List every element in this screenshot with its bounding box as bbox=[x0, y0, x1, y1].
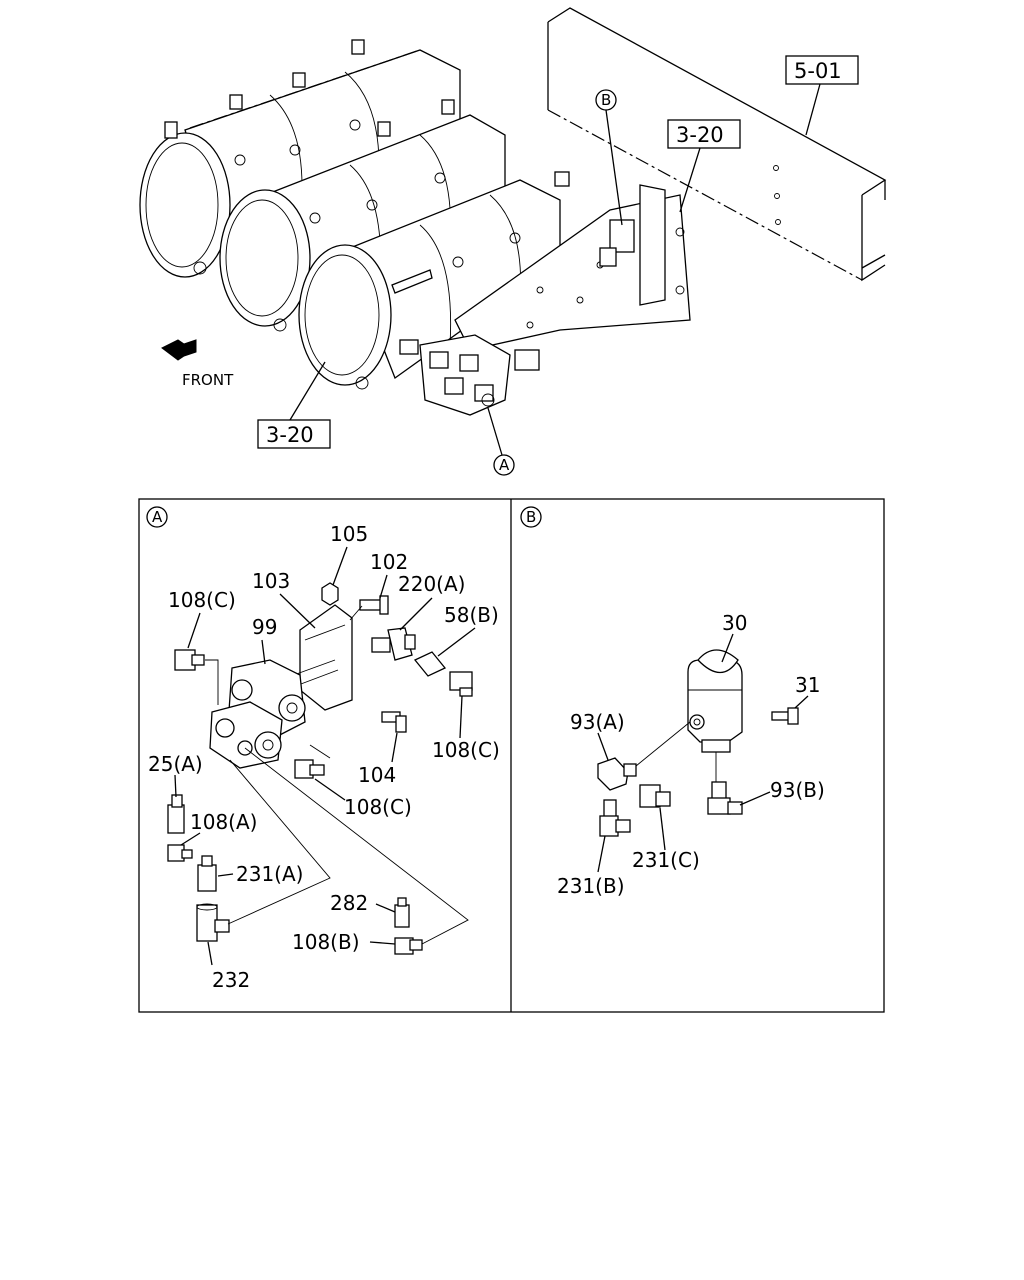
label-231c: 231(C) bbox=[632, 848, 700, 872]
detail-frame bbox=[138, 498, 885, 1013]
panel-a: A bbox=[146, 506, 500, 992]
nut-105-shape bbox=[321, 582, 339, 606]
frame-ref-box: 5-01 bbox=[785, 55, 859, 136]
panel-b: B bbox=[520, 506, 825, 898]
label-220a: 220(A) bbox=[398, 572, 465, 596]
label-93a: 93(A) bbox=[570, 710, 625, 734]
panel-a-leaders bbox=[174, 546, 476, 966]
air-tank-front bbox=[298, 171, 570, 390]
label-58b: 58(B) bbox=[444, 603, 499, 627]
panel-b-tag: B bbox=[520, 506, 542, 528]
fitting-220a-shape bbox=[371, 627, 416, 661]
front-indicator: FRONT bbox=[161, 339, 234, 389]
label-108b: 108(B) bbox=[292, 930, 360, 954]
bolt-102-shape bbox=[359, 595, 389, 615]
bolt-104-shape bbox=[381, 711, 407, 733]
panel-b-leaders bbox=[597, 633, 809, 873]
mounting-bracket bbox=[454, 184, 691, 351]
callout-a: A bbox=[487, 407, 515, 476]
label-99: 99 bbox=[252, 615, 277, 639]
label-31: 31 bbox=[795, 673, 820, 697]
fitting-231b-shape bbox=[599, 799, 631, 837]
label-232: 232 bbox=[212, 968, 250, 992]
valve-99-shape bbox=[209, 659, 306, 769]
fitting-282-shape bbox=[394, 897, 410, 928]
valve-30-shape bbox=[687, 649, 743, 753]
label-25a: 25(A) bbox=[148, 752, 203, 776]
tank-ref-box-upper: 3-20 bbox=[667, 119, 741, 213]
label-231a: 231(A) bbox=[236, 862, 303, 886]
label-108a: 108(A) bbox=[190, 810, 257, 834]
fitting-93b-shape bbox=[707, 781, 743, 815]
frame-rail bbox=[547, 7, 887, 282]
elbow-108c-right-shape bbox=[449, 671, 473, 697]
label-93b: 93(B) bbox=[770, 778, 825, 802]
tank-ref-box-lower: 3-20 bbox=[257, 361, 331, 449]
label-108c-right: 108(C) bbox=[432, 738, 500, 762]
front-arrow-icon bbox=[161, 339, 197, 361]
label-30: 30 bbox=[722, 611, 747, 635]
label-104: 104 bbox=[358, 763, 396, 787]
callout-b-letter: B bbox=[601, 91, 611, 109]
elbow-108b-shape bbox=[394, 937, 423, 955]
elbow-108c-top-shape bbox=[174, 649, 205, 671]
tank-ref-label-upper: 3-20 bbox=[676, 123, 724, 147]
sleeve-58b-shape bbox=[413, 651, 447, 677]
panel-a-tag: A bbox=[146, 506, 168, 528]
tee-232-shape bbox=[196, 903, 230, 942]
fitting-93a-shape bbox=[597, 757, 637, 791]
bolt-31-shape bbox=[771, 707, 799, 725]
label-103: 103 bbox=[252, 569, 290, 593]
tank-ref-label-lower: 3-20 bbox=[266, 423, 314, 447]
front-label: FRONT bbox=[182, 371, 234, 389]
fitting-231a-shape bbox=[197, 855, 217, 892]
callout-a-letter: A bbox=[499, 456, 510, 474]
fitting-231c-shape bbox=[639, 784, 671, 808]
overview-illustration: FRONT 5-01 3-20 3-20 B A bbox=[139, 7, 887, 476]
fitting-25a-shape bbox=[167, 794, 185, 834]
label-108c-bottom: 108(C) bbox=[344, 795, 412, 819]
frame-ref-label: 5-01 bbox=[794, 59, 842, 83]
callout-b: B bbox=[595, 89, 623, 226]
elbow-108c-bottom-shape bbox=[294, 759, 325, 779]
valve-assembly bbox=[399, 334, 540, 416]
elbow-108a-shape bbox=[167, 844, 193, 862]
label-231b: 231(B) bbox=[557, 874, 625, 898]
label-282: 282 bbox=[330, 891, 368, 915]
label-105: 105 bbox=[330, 522, 368, 546]
label-108c-top: 108(C) bbox=[168, 588, 236, 612]
panel-b-tag-letter: B bbox=[526, 508, 536, 526]
panel-a-tag-letter: A bbox=[152, 508, 163, 526]
label-102: 102 bbox=[370, 550, 408, 574]
